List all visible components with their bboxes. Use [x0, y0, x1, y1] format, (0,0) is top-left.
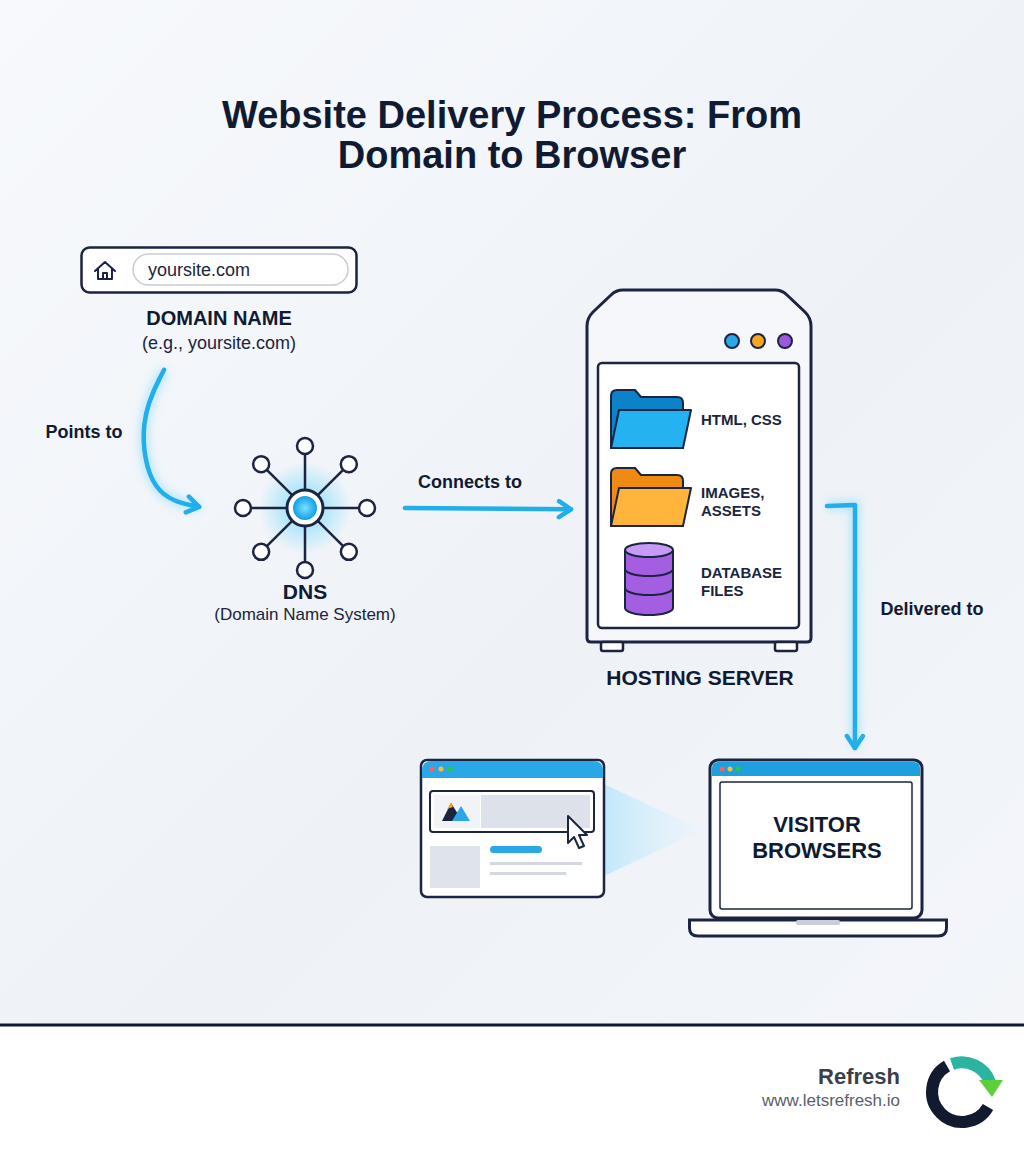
brand-name: Refresh	[650, 1064, 900, 1090]
edge-label: Delivered to	[852, 598, 1012, 620]
hub-spoke	[267, 520, 293, 546]
edge-label: Connects to	[390, 471, 550, 493]
server-panel	[598, 363, 799, 628]
connector-glow	[405, 508, 571, 509]
connector-glow	[144, 370, 199, 507]
flow-arrow	[827, 505, 855, 748]
hub-node	[297, 438, 313, 454]
text-line	[490, 862, 582, 865]
file-label: IMAGES, ASSETS	[701, 484, 801, 520]
file-label: HTML, CSS	[701, 411, 801, 429]
logo-area	[434, 795, 480, 828]
screen-bar	[712, 762, 920, 776]
url-text: yoursite.com	[148, 259, 343, 281]
browser-illustration	[421, 760, 604, 897]
domain-box: yoursite.comDOMAIN NAME(e.g., yoursite.c…	[80, 246, 358, 368]
footer	[0, 1025, 1024, 1154]
database-body	[625, 550, 673, 615]
logo-shape	[447, 803, 453, 809]
footer-band	[0, 1025, 1024, 1154]
visitor-laptop: VISITOR BROWSERS	[688, 758, 948, 938]
node-heading: HOSTING SERVER	[585, 666, 815, 690]
browser-window	[421, 760, 604, 897]
database-top	[625, 543, 673, 557]
node-subtitle: (e.g., yoursite.com)	[80, 332, 358, 354]
hub-spoke	[304, 525, 307, 562]
hub-node	[235, 500, 251, 516]
screen-frame	[720, 782, 912, 909]
logo-arrow	[979, 1080, 1003, 1097]
window-dot	[430, 767, 435, 772]
folder-front	[611, 410, 691, 448]
hosting-server: HTML, CSS IMAGES, ASSETS DATABASE FILES HOS…	[585, 288, 815, 698]
hub-core	[293, 496, 317, 520]
server-foot	[601, 642, 623, 651]
hub-ring	[287, 490, 323, 526]
hub-node	[359, 500, 375, 516]
folder-front	[611, 488, 691, 526]
hub-node	[253, 456, 269, 472]
hub-spoke	[322, 507, 359, 510]
flow-arrow	[405, 508, 571, 509]
window-dot	[728, 767, 733, 772]
node-heading: DNS	[205, 580, 405, 604]
status-light	[725, 334, 739, 348]
text-bar	[490, 846, 542, 853]
status-light	[778, 334, 792, 348]
flow-arrow	[144, 370, 199, 507]
status-light	[751, 334, 765, 348]
hub-node	[341, 456, 357, 472]
hub-node	[253, 544, 269, 560]
url-field	[133, 254, 348, 285]
hosting-server-shape	[585, 288, 815, 698]
window-dot	[439, 767, 444, 772]
database-band	[625, 569, 673, 576]
diagram-title: Website Delivery Process: From Domain to…	[202, 95, 822, 175]
window-dot	[720, 767, 725, 772]
logo-shape	[452, 806, 470, 821]
url-bar	[82, 248, 357, 293]
text-line	[490, 872, 566, 875]
hub-node	[297, 562, 313, 578]
server-foot	[775, 642, 797, 651]
node-heading: DOMAIN NAME	[80, 306, 358, 330]
brand-url: www.letsrefresh.io	[650, 1090, 900, 1112]
window-dot	[448, 767, 453, 772]
hub-spoke	[317, 520, 343, 546]
file-label: DATABASE FILES	[701, 564, 801, 600]
cursor-icon	[568, 816, 587, 848]
node-subtitle: (Domain Name System)	[195, 604, 415, 626]
view-beam	[604, 784, 702, 876]
hub-node	[341, 544, 357, 560]
hub-spoke	[251, 507, 288, 510]
laptop-base	[690, 920, 947, 936]
database-band	[625, 588, 673, 595]
edge-label: Points to	[4, 421, 164, 443]
connector-glow	[827, 505, 855, 748]
laptop-notch	[796, 920, 840, 925]
home-icon	[95, 262, 115, 279]
node-heading: VISITOR BROWSERS	[742, 812, 892, 864]
dns-hub: DNS(Domain Name System)	[205, 430, 405, 630]
hub-spoke	[304, 454, 307, 491]
server-body	[587, 290, 811, 642]
hub-spoke	[267, 470, 293, 496]
laptop-screen	[710, 760, 922, 918]
browser-bar	[422, 761, 603, 778]
image-block	[430, 846, 480, 888]
footer-rule	[0, 1024, 1024, 1027]
logo-arc	[952, 1062, 990, 1082]
window-dot	[736, 767, 741, 772]
hub-spoke	[317, 470, 343, 496]
